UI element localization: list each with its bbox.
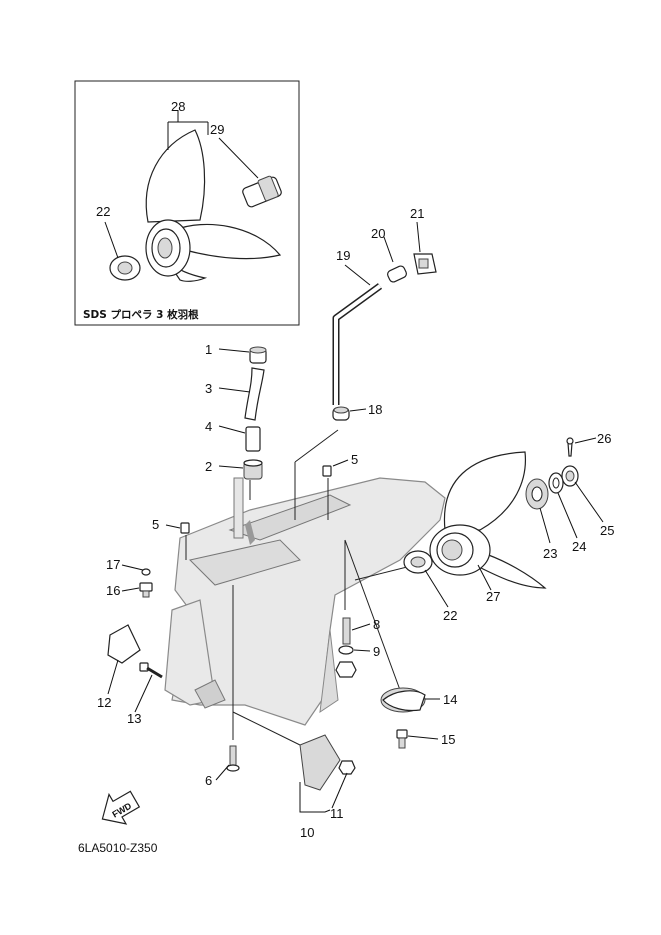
part-11-illustration [338, 760, 356, 775]
part-12-illustration [107, 624, 141, 664]
label-23: 23 [543, 546, 557, 561]
guide-lines [185, 429, 416, 746]
leader-lines [107, 221, 604, 813]
inset-propeller-illustration [145, 129, 282, 282]
part-15-illustration [396, 729, 408, 749]
label-18: 18 [368, 402, 382, 417]
sds-propeller-inset: 28 29 22 SDS プロペラ 3 枚羽根 [74, 80, 300, 326]
label-22-inset: 22 [96, 204, 110, 219]
fwd-arrow-icon: FWD [101, 790, 141, 825]
label-16: 16 [106, 583, 120, 598]
label-2: 2 [205, 459, 212, 474]
label-10: 10 [300, 825, 314, 840]
part-16-illustration [139, 582, 153, 598]
part-1-illustration [249, 346, 267, 364]
label-21: 21 [410, 206, 424, 221]
part-4-illustration [245, 426, 261, 452]
part-20-illustration [387, 265, 407, 283]
part-26-illustration [567, 442, 573, 457]
label-11: 11 [330, 806, 344, 821]
label-4: 4 [205, 419, 212, 434]
inset-part-22-illustration [109, 255, 141, 281]
part-27-propeller-illustration [429, 451, 547, 589]
label-13: 13 [127, 711, 141, 726]
part-21-illustration [413, 253, 437, 275]
inset-caption: SDS プロペラ 3 枚羽根 [83, 308, 199, 321]
part-22-illustration [403, 550, 433, 574]
part-18-illustration [332, 406, 350, 421]
label-29: 29 [210, 122, 224, 137]
part-13-illustration [139, 662, 163, 679]
part-3-illustration [244, 367, 265, 421]
label-24: 24 [572, 539, 586, 554]
part-10-illustration [299, 734, 341, 791]
label-22: 22 [443, 608, 457, 623]
parts [107, 253, 579, 791]
lower-unit-housing [164, 477, 446, 726]
inset-part-29-illustration [242, 175, 282, 208]
label-19: 19 [336, 248, 350, 263]
part-17-illustration [141, 568, 151, 576]
part-8-illustration [342, 617, 351, 645]
label-9: 9 [373, 644, 380, 659]
label-12: 12 [97, 695, 111, 710]
part-14-illustration [380, 687, 426, 713]
label-1: 1 [205, 342, 212, 357]
label-5-upper: 5 [351, 452, 358, 467]
label-5-lower: 5 [152, 517, 159, 532]
label-20: 20 [371, 226, 385, 241]
part-6-illustration [226, 745, 240, 772]
label-26: 26 [597, 431, 611, 446]
label-17: 17 [106, 557, 120, 572]
part-labels: 1 3 4 2 5 5 17 16 6 19 20 21 18 26 25 24… [97, 206, 614, 840]
diagram-code: 6LA5010-Z350 [78, 841, 158, 855]
part-5-lower-illustration [180, 522, 190, 534]
label-25: 25 [600, 523, 614, 538]
part-25-illustration [561, 465, 579, 487]
label-27: 27 [486, 589, 500, 604]
label-28: 28 [171, 99, 185, 114]
part-23-illustration [525, 478, 549, 510]
label-8: 8 [373, 617, 380, 632]
label-15: 15 [441, 732, 455, 747]
label-14: 14 [443, 692, 457, 707]
part-24-illustration [548, 472, 564, 494]
part-5-upper-illustration [322, 465, 332, 477]
label-6: 6 [205, 773, 212, 788]
label-3: 3 [205, 381, 212, 396]
part-2-illustration [243, 459, 263, 480]
part-nut-illustration [335, 661, 357, 678]
part-9-illustration [338, 645, 354, 655]
